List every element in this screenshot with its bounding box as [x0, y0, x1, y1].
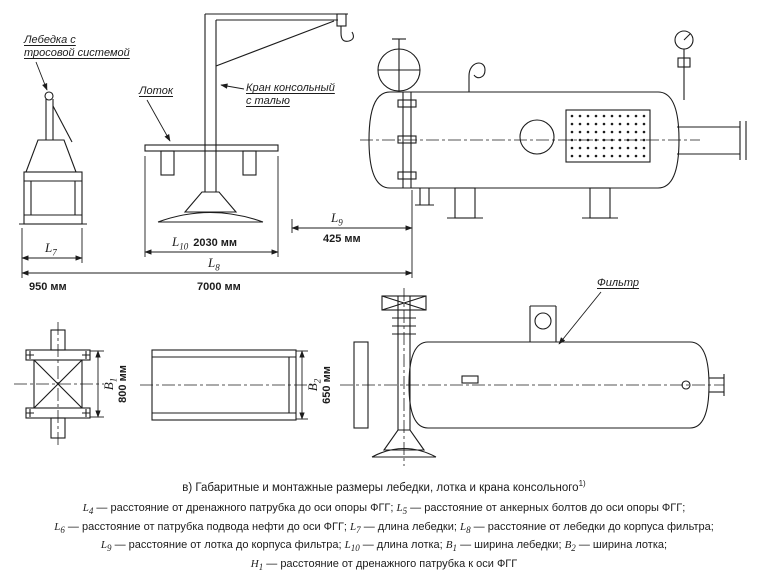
filter-callout-text: Фильтр [597, 277, 640, 289]
winch-front-view [19, 91, 87, 225]
dim-label-L9: L9 [331, 210, 343, 228]
cantilever-crane [204, 13, 355, 192]
vessel-support-leg [589, 187, 611, 219]
separator-vessel [368, 91, 747, 219]
winch-callout-line1: Лебедка с [24, 34, 76, 46]
callout-leader-lines [35, 61, 602, 345]
legend-line: L4 — расстояние от дренажного патрубка д… [82, 502, 686, 517]
crane-hook-icon [340, 26, 355, 42]
tray-callout-text: Лоток [139, 85, 174, 97]
dim-value-L7: 950 мм [29, 281, 67, 293]
bolt-cross-marks [26, 351, 90, 417]
figure-caption: в) Габаритные и монтажные размеры лебедк… [0, 479, 768, 494]
dimension-lines-bottom [90, 350, 308, 420]
legend-line: L9 — расстояние от лотка до корпуса филь… [100, 539, 668, 554]
legend-line: H1 — расстояние от дренажного патрубка к… [250, 558, 518, 573]
tray-front-view [144, 144, 279, 223]
dim-label-L10: L10 2030 мм [172, 235, 237, 254]
perforated-plate [565, 109, 651, 163]
figure-caption-text: в) Габаритные и монтажные размеры лебедк… [182, 481, 579, 494]
vessel-manway [519, 119, 555, 155]
dim-label-B1: B1 [101, 377, 119, 391]
pressure-gauge-icon [674, 30, 694, 100]
dim-value-L8: 7000 мм [197, 281, 241, 293]
dim-label-L8: L8 [208, 255, 220, 273]
dim-value-B1: 800 мм [117, 365, 129, 403]
legend-line: L6 — расстояние от патрубка подвода нефт… [54, 520, 714, 535]
dim-label-B2: B2 [305, 378, 323, 392]
legend: L4 — расстояние от дренажного патрубка д… [0, 501, 768, 576]
winch-callout-line2: тросовой системой [24, 47, 130, 59]
dim-label-L7: L7 [45, 240, 57, 258]
filter-lug-hole [534, 312, 552, 330]
winch-pulley-icon [44, 91, 54, 101]
filter-crane-assembly [353, 295, 437, 458]
crane-callout: Кран консольный с талью [246, 82, 335, 108]
filter-vessel [408, 305, 725, 429]
footnote-mark: 1) [578, 479, 586, 488]
winch-callout: Лебедка с тросовой системой [24, 34, 130, 60]
crane-callout-line2: с талью [246, 95, 290, 107]
dim-value-L10: 2030 мм [193, 237, 238, 249]
handwheel-valve-icon [377, 38, 421, 92]
dimension-lines-top [21, 156, 413, 278]
crane-trolley [336, 13, 347, 27]
vessel-support-leg [454, 187, 476, 219]
lifting-hook-icon [468, 62, 486, 92]
filter-callout: Фильтр [597, 277, 639, 290]
dim-value-B2: 650 мм [321, 366, 333, 404]
tray-callout: Лоток [139, 85, 173, 98]
dim-value-L9: 425 мм [323, 233, 361, 245]
dim-symbol-L10: L10 [172, 234, 189, 252]
technical-drawing [14, 13, 747, 466]
crane-callout-line1: Кран консольный [246, 82, 335, 94]
